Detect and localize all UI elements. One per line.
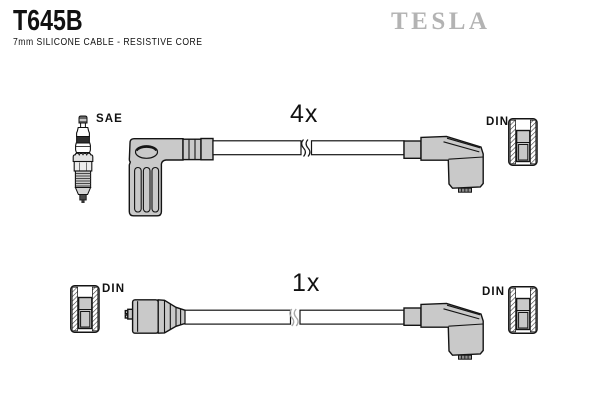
din-label-bottom-right: DIN (482, 286, 506, 298)
part-number: T645B (13, 5, 83, 37)
bottom-cable-assembly (70, 285, 538, 360)
straight-boot-icon (124, 299, 186, 334)
bottom-quantity-label: 1x (292, 269, 321, 297)
subtitle: 7mm SILICONE CABLE - RESISTIVE CORE (13, 36, 203, 48)
elbow-boot-icon (128, 137, 214, 217)
cable-bottom (184, 308, 405, 327)
spark-plug-icon (72, 115, 94, 203)
elbow-boot-icon (403, 135, 484, 193)
brand-logo: TESLA (391, 8, 491, 35)
din-label-top-right: DIN (486, 116, 510, 128)
cable-break-mark (293, 308, 299, 327)
cable-break-mark (305, 139, 311, 157)
cable-break-mark (300, 139, 307, 157)
sae-label: SAE (96, 113, 123, 125)
din-terminal-icon (70, 285, 100, 333)
top-quantity-label: 4x (290, 100, 319, 128)
cable-top (212, 139, 405, 157)
din-terminal-icon (508, 286, 538, 334)
cable-break-mark (289, 308, 295, 327)
top-cable-assembly (72, 115, 538, 217)
elbow-boot-icon (403, 302, 484, 360)
din-label-bottom-left: DIN (102, 283, 126, 295)
din-terminal-icon (508, 118, 538, 166)
